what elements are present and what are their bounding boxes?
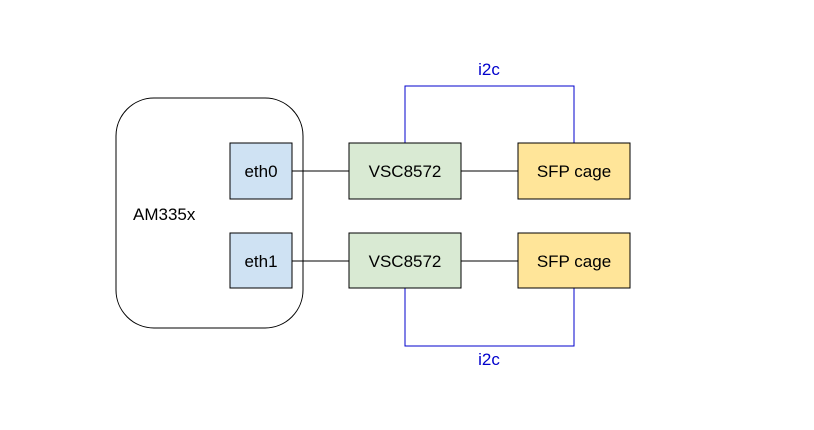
sfp-cage-bottom-box (517, 232, 631, 289)
connections (292, 170, 518, 262)
sfp-cage-bottom: SFP cage (517, 232, 631, 289)
i2c-line-top (404, 85, 575, 143)
eth1-port: eth1 (229, 232, 293, 289)
phy-bottom-box (348, 232, 462, 289)
sfp-cage-top-box (517, 142, 631, 200)
i2c-label-top: i2c (478, 60, 500, 79)
am335x-label: AM335x (133, 205, 196, 224)
eth0-label: eth0 (244, 162, 277, 181)
am335x-block: AM335x (115, 97, 304, 329)
sfp-cage-top-label: SFP cage (537, 162, 611, 181)
sfp-cage-top: SFP cage (517, 142, 631, 200)
phy-bottom-label: VSC8572 (369, 252, 442, 271)
phy-bottom: VSC8572 (348, 232, 462, 289)
phy-top-label: VSC8572 (369, 162, 442, 181)
eth1-label: eth1 (244, 252, 277, 271)
eth1-box (229, 232, 293, 289)
eth0-port: eth0 (229, 142, 293, 200)
sfp-cage-bottom-label: SFP cage (537, 252, 611, 271)
i2c-bus-bottom: i2c (404, 288, 575, 369)
i2c-bus-top: i2c (404, 60, 575, 143)
i2c-line-bottom (404, 288, 575, 347)
phy-top: VSC8572 (348, 142, 462, 200)
i2c-label-bottom: i2c (478, 350, 500, 369)
phy-top-box (348, 142, 462, 200)
eth0-box (229, 142, 293, 200)
